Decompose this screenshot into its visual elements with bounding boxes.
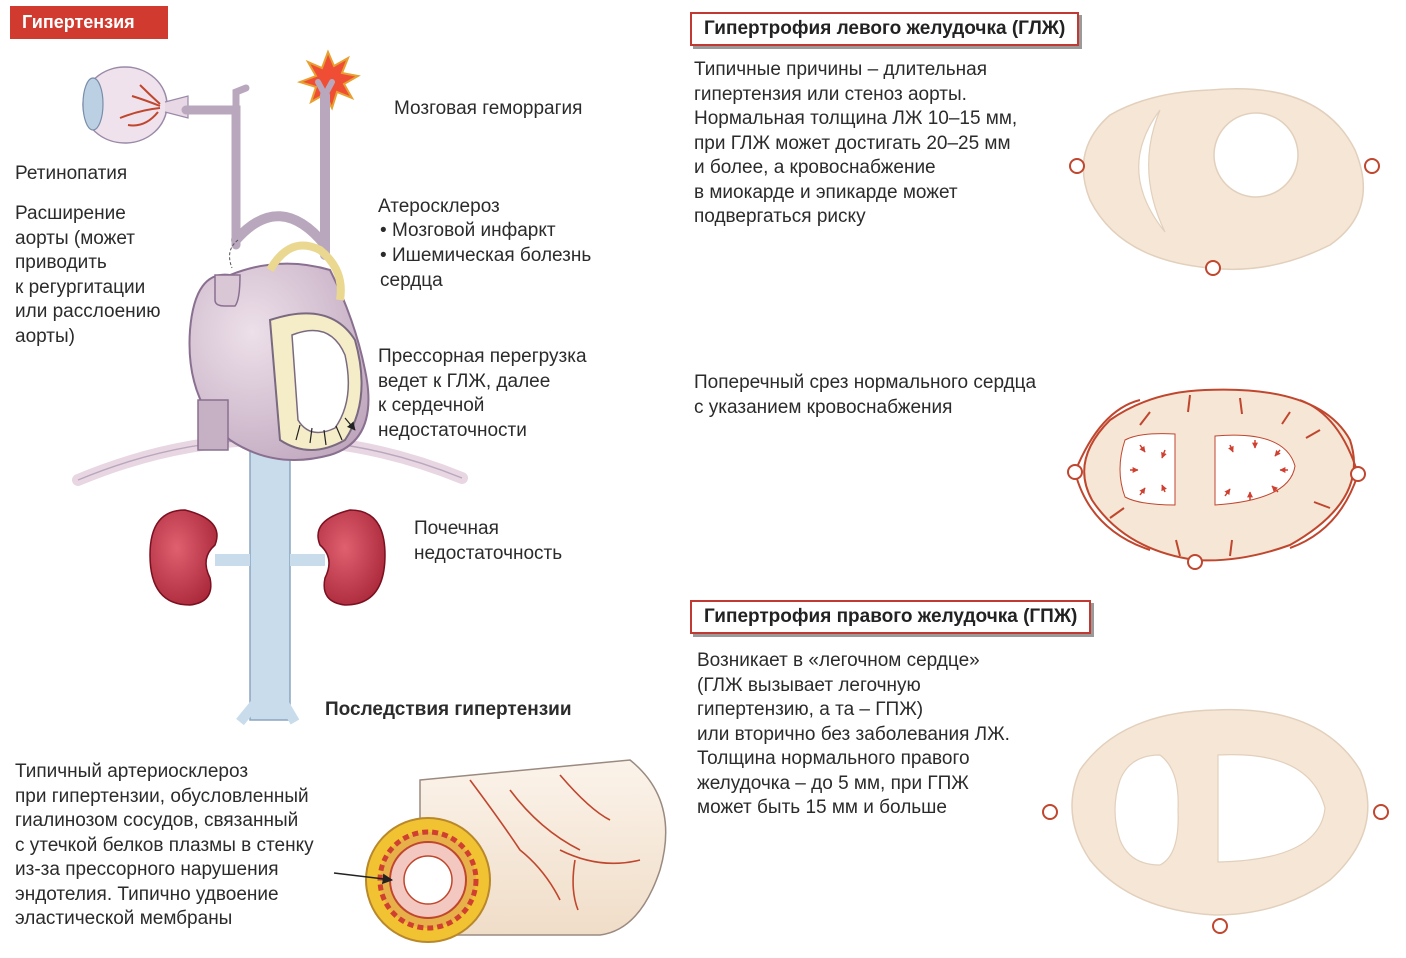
rvh-title-box: Гипертрофия правого желудочка (ГПЖ) — [690, 600, 1092, 634]
normal-section-caption: Поперечный срез нормального сердца с ука… — [694, 372, 1037, 418]
atherosclerosis-item-1: • Мозговой инфаркт — [380, 220, 556, 241]
rvh-heart-section — [1042, 708, 1389, 934]
atherosclerosis-title: Атеросклероз — [378, 196, 500, 217]
arteriosclerosis-text: Типичный артериосклероз при гипертензии,… — [15, 761, 314, 929]
section-tag: Гипертензия — [10, 6, 168, 39]
aorta-dilation-label: Расширение аорты (может приводить к регу… — [15, 203, 161, 347]
atherosclerosis-item-2: • Ишемическая болезнь сердца — [380, 245, 592, 291]
lvh-title-box: Гипертрофия левого желудочка (ГЛЖ) — [690, 12, 1080, 46]
normal-heart-section — [1067, 388, 1366, 570]
renal-failure-label: Почечная недостаточность — [414, 518, 563, 564]
kidney-left-icon — [149, 509, 218, 606]
brain-hemorrhage-label: Мозговая геморрагия — [394, 98, 583, 119]
rvh-description: Возникает в «легочном сердце» (ГЛЖ вызыв… — [697, 650, 1010, 818]
retinopathy-label: Ретинопатия — [15, 163, 128, 184]
hemorrhage-icon — [296, 49, 361, 111]
consequences-title: Последствия гипертензии — [325, 699, 572, 720]
artery-cross-section — [365, 759, 667, 943]
lvh-heart-section — [1069, 88, 1380, 276]
kidney-right-icon — [317, 509, 386, 606]
carotid-arteries — [181, 79, 335, 260]
artery-pointer — [333, 872, 394, 885]
lvh-description: Типичные причины – длительная гипертензи… — [694, 59, 1018, 227]
aorta-trunk — [215, 419, 325, 726]
heart-diagram — [188, 239, 370, 461]
eye-icon — [82, 66, 189, 144]
pressure-overload-label: Прессорная перегрузка ведет к ГЛЖ, далее… — [378, 346, 587, 441]
